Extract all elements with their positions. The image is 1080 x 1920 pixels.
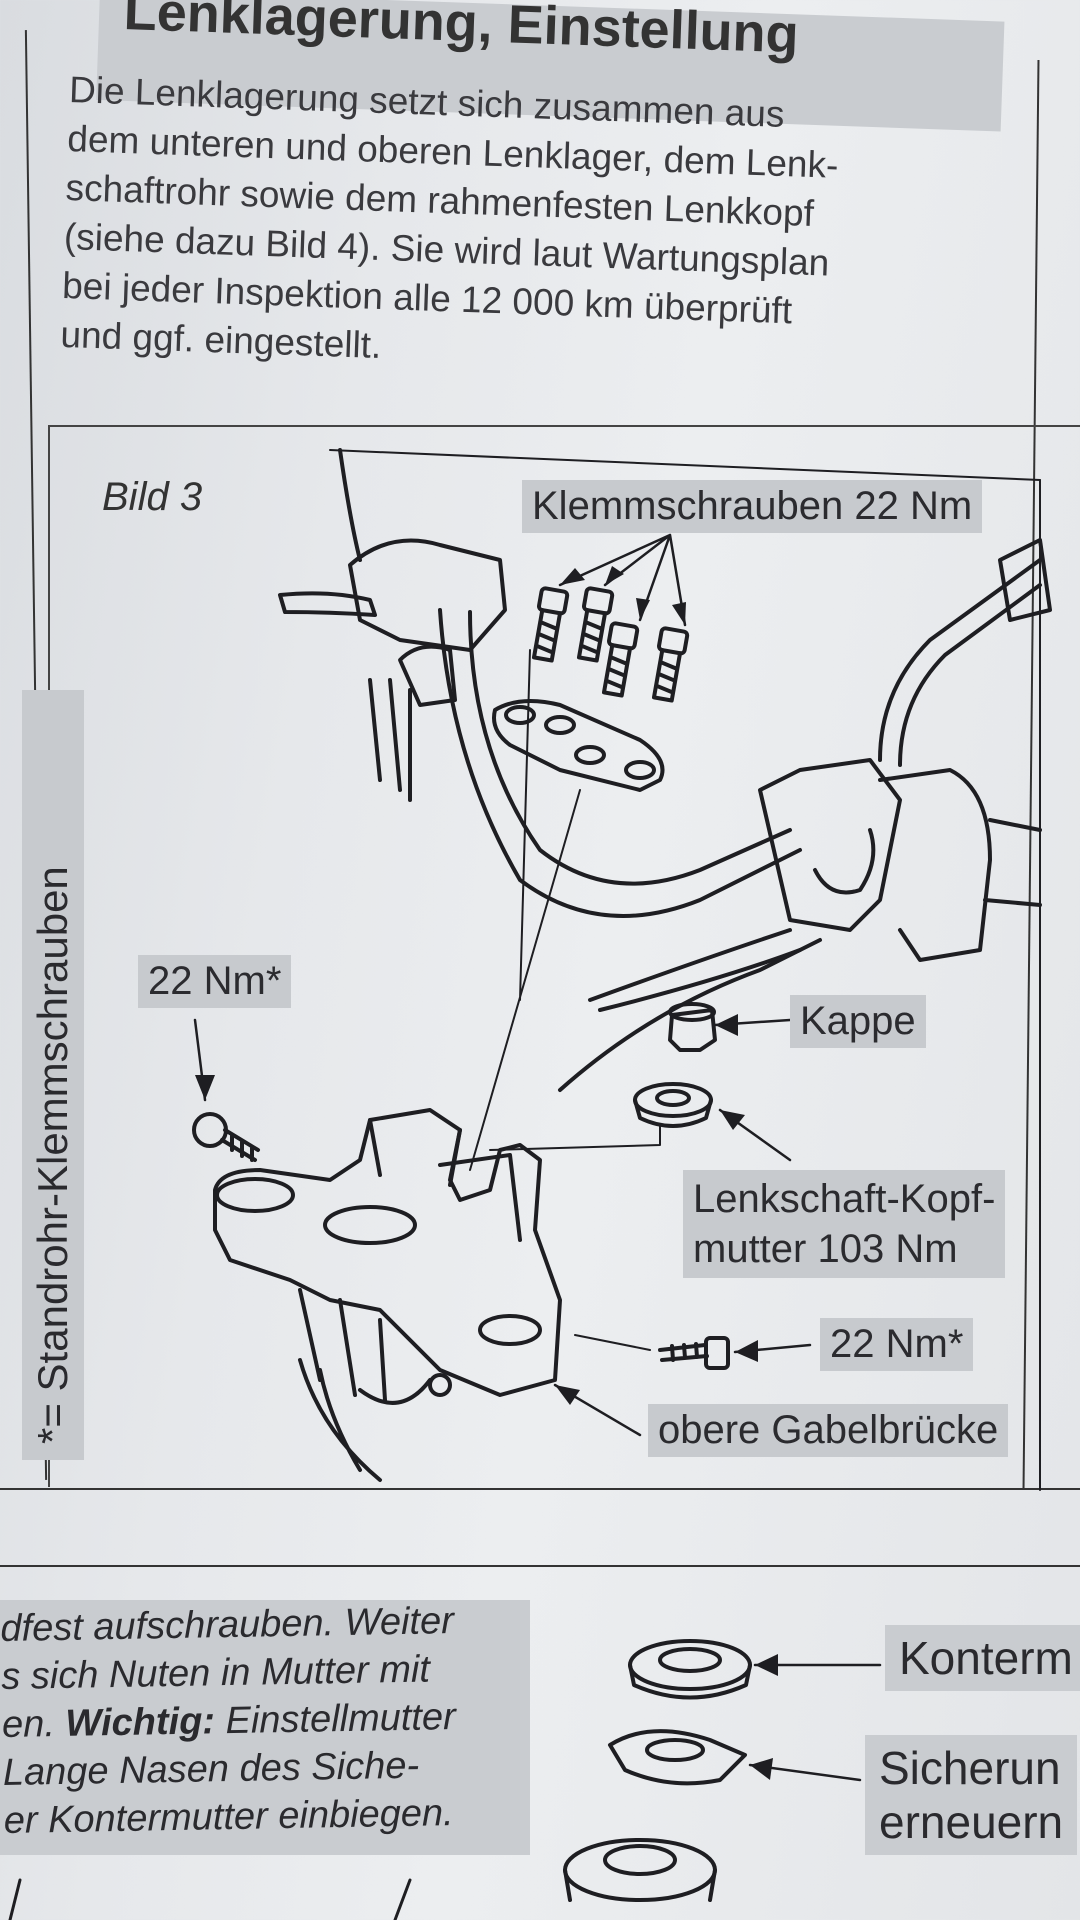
label-torque-pinch-bolt-left: 22 Nm* — [138, 955, 292, 1008]
instruction-text: dfest aufschrauben. Weiter s sich Nuten … — [0, 1596, 524, 1845]
figure-title: Bild 3 — [102, 475, 203, 519]
label-sicherung-line: Sicherun — [879, 1742, 1061, 1794]
label-lenkschaft-kopfmutter: Lenkschaft-Kopf- mutter 103 Nm — [683, 1170, 1006, 1278]
label-lenkschaft-line: Lenkschaft-Kopf- — [693, 1177, 996, 1221]
instruction-box — [0, 1600, 530, 1855]
label-torque-pinch-bolt-right: 22 Nm* — [820, 1318, 974, 1371]
instruction-line: en. Wichtig: Einstellmutter — [2, 1692, 523, 1749]
instruction-fragment: Einstellmutter — [225, 1696, 457, 1743]
label-klemmschrauben: Klemmschrauben 22 Nm — [522, 480, 983, 533]
label-sicherung-line: erneuern — [879, 1796, 1064, 1848]
label-obere-gabelbruecke: obere Gabelbrücke — [648, 1404, 1009, 1457]
side-note-standrohr: *= Standrohr-Klemmschrauben — [22, 690, 84, 1460]
label-sicherung: Sicherun erneuern — [865, 1735, 1078, 1855]
section-rule — [0, 1565, 1080, 1567]
label-lenkschaft-line: mutter 103 Nm — [693, 1227, 958, 1271]
label-kappe: Kappe — [790, 995, 926, 1048]
instruction-line: er Kontermutter einbiegen. — [3, 1792, 455, 1842]
figure-bottom-rule — [0, 1488, 1080, 1490]
instruction-important: Wichtig: — [65, 1700, 216, 1745]
instruction-fragment: en. — [1, 1703, 56, 1746]
label-kontermutter: Konterm — [885, 1625, 1080, 1691]
instruction-line: dfest aufschrauben. Weiter — [0, 1600, 455, 1650]
